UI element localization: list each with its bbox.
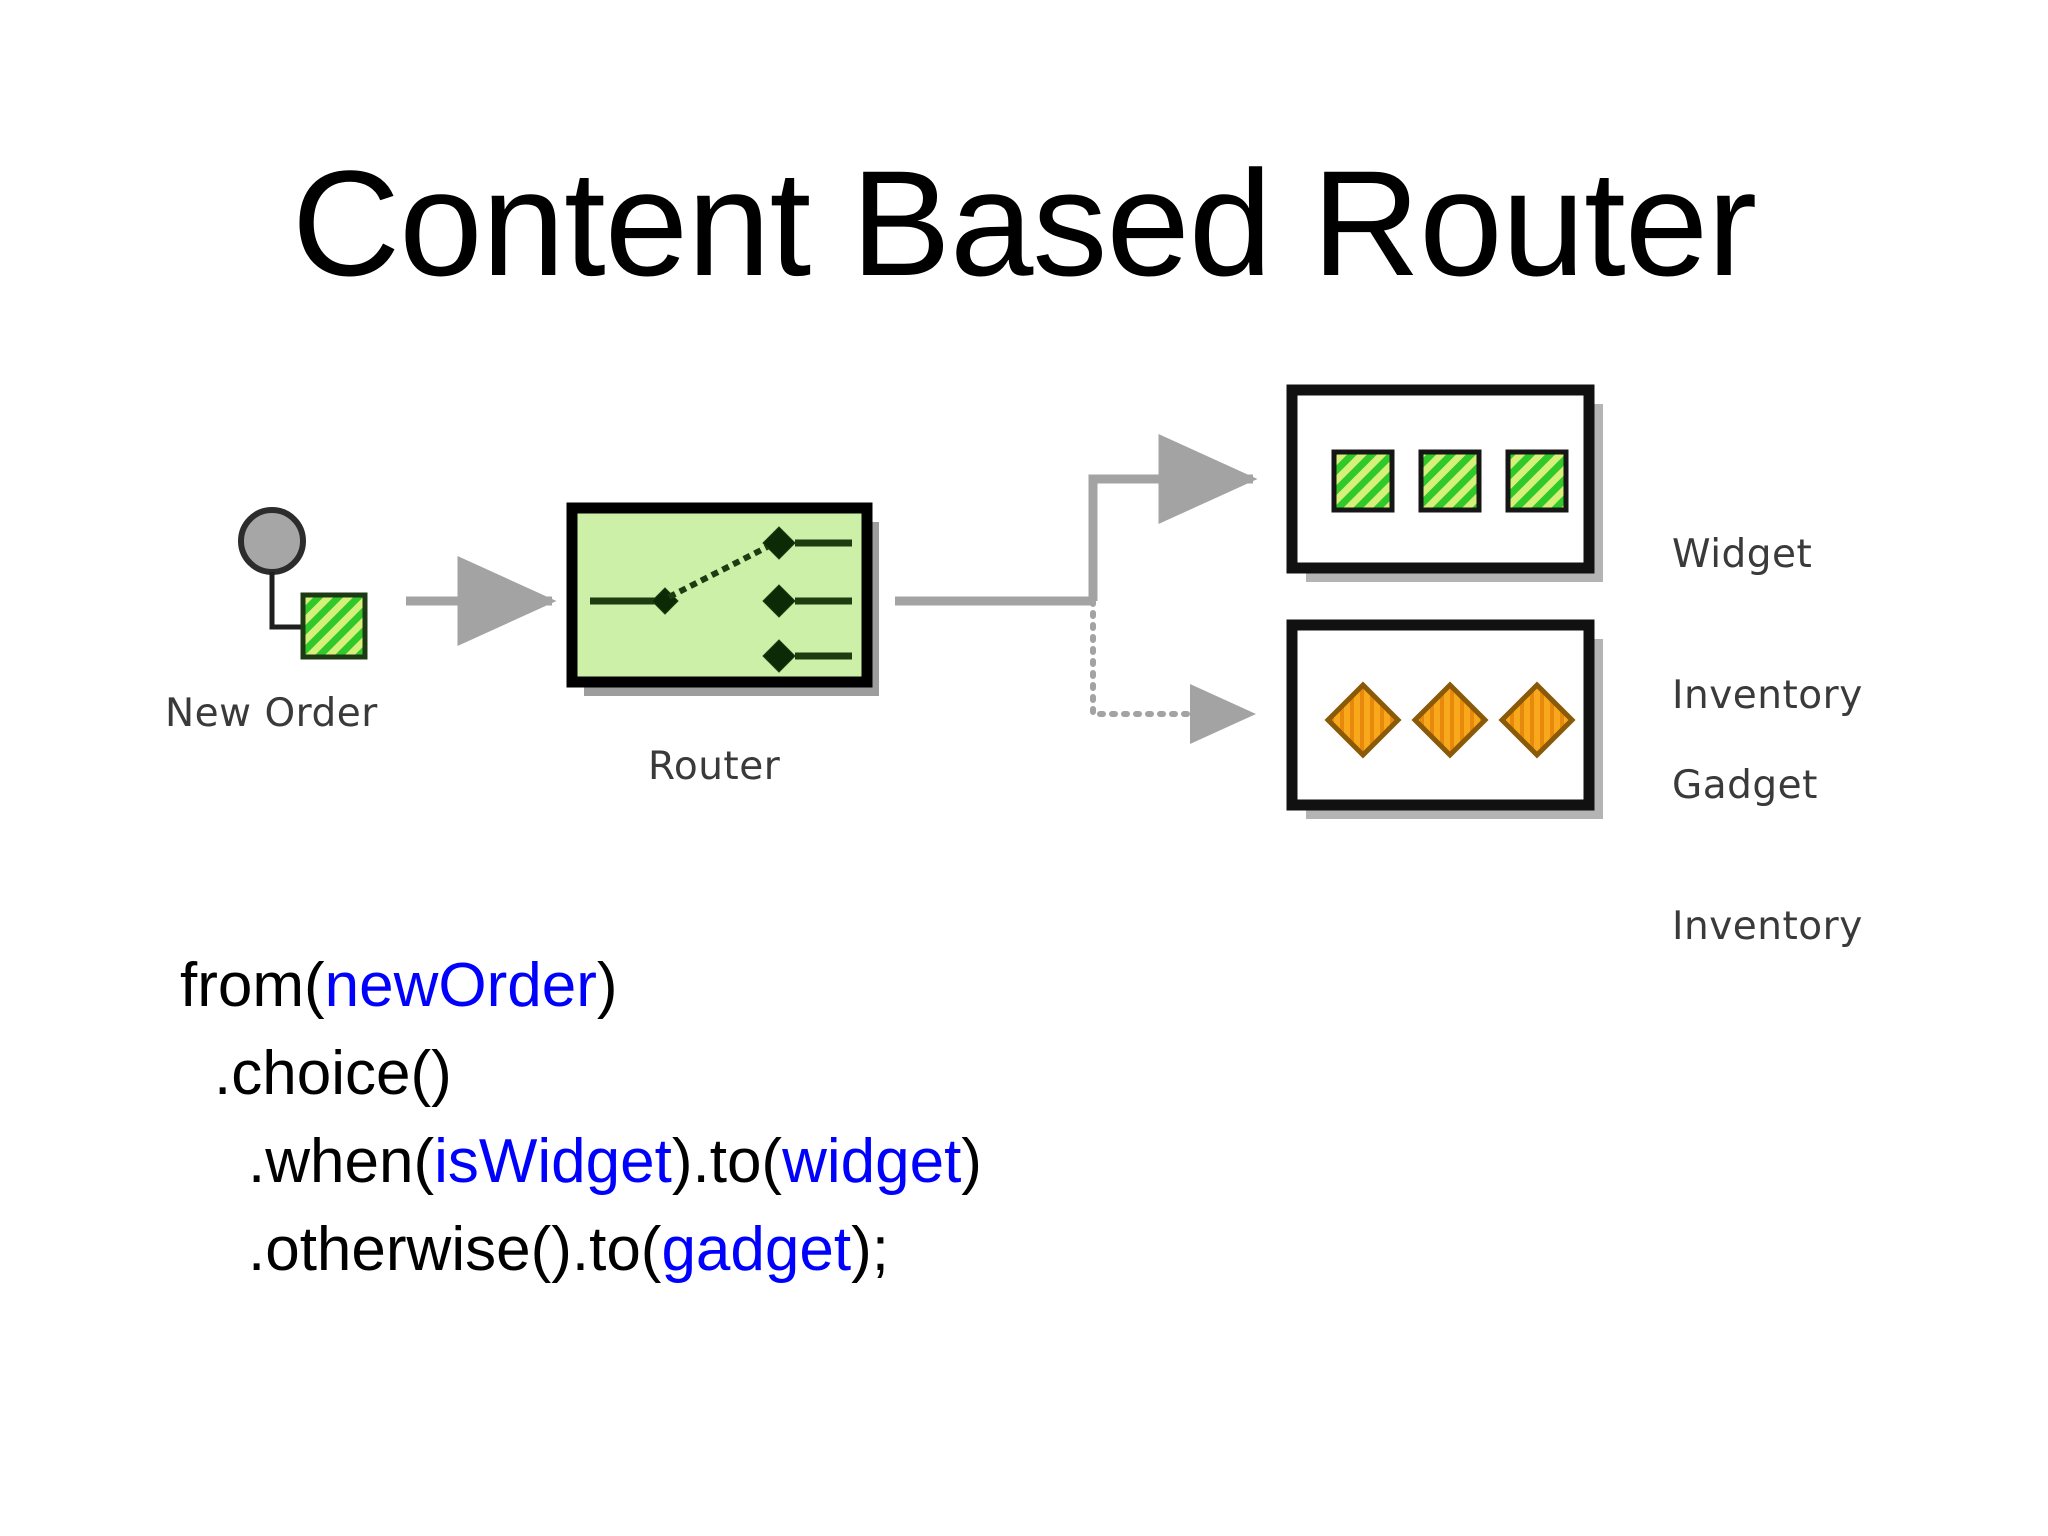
code-text: )	[961, 1127, 982, 1196]
code-snippet: from(newOrder) .choice() .when(isWidget).t…	[180, 942, 982, 1294]
code-identifier: isWidget	[434, 1127, 672, 1196]
new-order-label: New Order	[165, 691, 378, 736]
code-text: .when(	[248, 1127, 435, 1196]
code-identifier: widget	[782, 1127, 962, 1196]
widget-inventory-box	[1286, 384, 1595, 574]
endpoint-connector-line	[269, 572, 305, 630]
code-line: from(newOrder)	[180, 942, 982, 1030]
content-based-router-diagram: New Order Router Widget Inventory Gadget…	[165, 384, 1863, 949]
diagram-canvas	[238, 384, 1603, 819]
widget-inventory-label: Widget Inventory	[1672, 437, 1863, 813]
source-endpoint	[238, 507, 368, 660]
endpoint-circle-icon	[238, 507, 306, 575]
code-text: from(	[180, 951, 325, 1020]
code-identifier: gadget	[661, 1215, 852, 1284]
code-line: .when(isWidget).to(widget)	[180, 1118, 982, 1206]
gadget-inventory-box	[1286, 619, 1595, 811]
gadget-inventory-label-line2: Inventory	[1672, 904, 1863, 949]
connector-gadget-dotted	[1090, 598, 1256, 744]
code-text: .choice()	[214, 1039, 452, 1108]
code-text: );	[851, 1215, 889, 1284]
gadget-item-icon	[1411, 681, 1489, 759]
gadget-inventory-label: Gadget Inventory	[1672, 668, 1863, 1044]
widget-inventory-label-line1: Widget	[1672, 532, 1813, 577]
router-box	[566, 502, 873, 688]
code-line: .otherwise().to(gadget);	[180, 1206, 982, 1294]
page-title: Content Based Router	[291, 139, 1757, 307]
code-text: ).to(	[671, 1127, 783, 1196]
code-text: )	[596, 951, 618, 1020]
connector-widget-solid	[1088, 434, 1258, 601]
switch-icon	[590, 526, 852, 673]
widget-item-icon	[1331, 449, 1395, 513]
new-order-message-icon	[300, 592, 368, 660]
gadget-inventory-label-line1: Gadget	[1672, 763, 1818, 808]
code-text: .otherwise().to(	[248, 1215, 662, 1284]
gadget-item-icon	[1324, 681, 1402, 759]
widget-item-icon	[1418, 449, 1482, 513]
code-line: .choice()	[180, 1030, 982, 1118]
gadget-item-icon	[1498, 681, 1576, 759]
widget-inventory-label-line2: Inventory	[1672, 673, 1863, 718]
widget-item-icon	[1505, 449, 1569, 513]
router-output-connectors	[895, 434, 1258, 744]
code-identifier: newOrder	[324, 951, 597, 1020]
router-label: Router	[648, 744, 781, 789]
